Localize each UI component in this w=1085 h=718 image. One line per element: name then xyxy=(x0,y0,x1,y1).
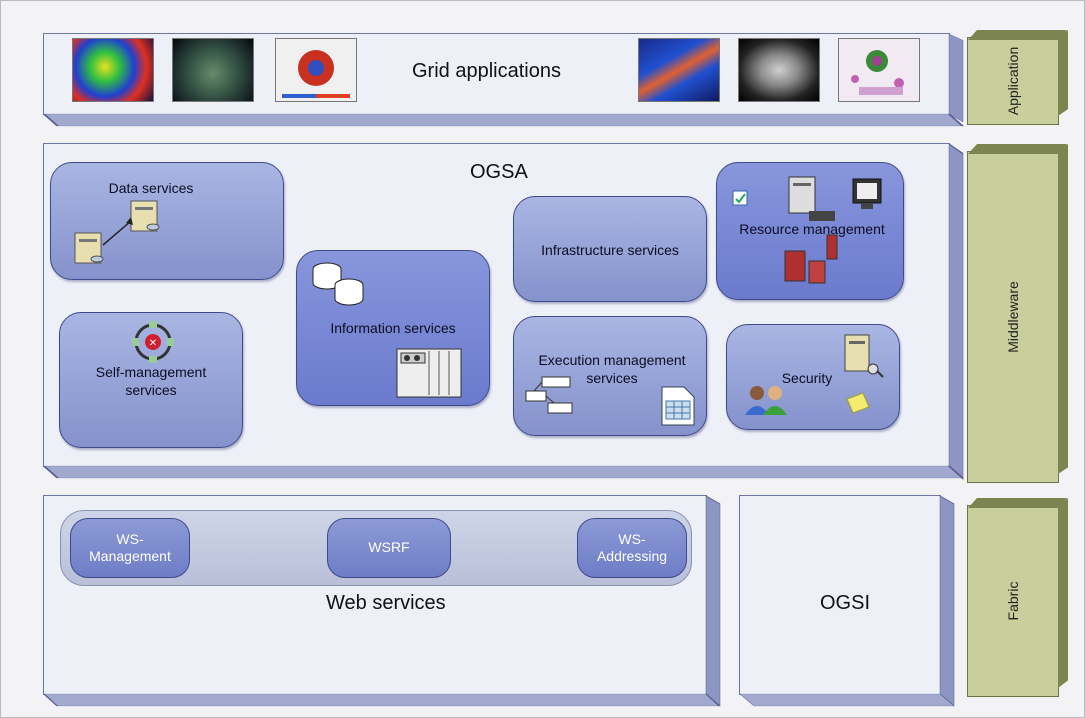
grid-applications-title: Grid applications xyxy=(412,60,561,82)
web-services-title: Web services xyxy=(326,592,446,614)
molecular-structure-thumbnail xyxy=(738,38,820,102)
execution-management-services-label: Execution management services xyxy=(538,352,686,387)
resource-management-box: Resource management xyxy=(716,162,904,300)
infrastructure-services-box: Infrastructure services xyxy=(513,196,707,302)
security-label: Security xyxy=(781,370,833,386)
information-services-label: Information services xyxy=(330,320,456,336)
svg-text:✕: ✕ xyxy=(149,338,157,349)
middleware-layer-band: Middleware xyxy=(967,144,1068,483)
virus-particles-thumbnail xyxy=(838,38,920,102)
self-management-cycle-icon: ✕ xyxy=(132,321,174,363)
sticky-note-icon xyxy=(846,392,870,414)
ogsa-title: OGSA xyxy=(470,161,528,183)
information-services-box: Information services xyxy=(296,250,490,406)
application-layer-label: Application xyxy=(1005,46,1021,116)
ws-addressing-pill: WS- Addressing xyxy=(577,518,687,578)
ogsi-title: OGSI xyxy=(820,592,871,614)
database-disks-icon xyxy=(312,262,364,306)
spreadsheet-icon xyxy=(661,386,695,426)
secure-server-icon xyxy=(844,334,884,378)
self-management-services-box: ✕ Self-management services xyxy=(59,312,243,448)
middleware-layer-label: Middleware xyxy=(1005,281,1021,353)
server-rack-icon xyxy=(396,348,462,398)
fabric-layer-band: Fabric xyxy=(967,498,1068,697)
particle-beam-thumbnail xyxy=(638,38,720,102)
security-box: Security xyxy=(726,324,900,430)
data-services-label: Data services xyxy=(108,180,194,196)
resource-management-label: Resource management xyxy=(739,221,885,237)
circular-plot-thumbnail xyxy=(275,38,357,102)
ws-management-pill: WS- Management xyxy=(70,518,190,578)
workflow-documents-icon xyxy=(525,376,573,414)
web-services-slab: WS- Management WSRF WS- Addressing Web s… xyxy=(42,495,721,707)
self-management-services-label: Self-management services xyxy=(95,364,207,399)
application-layer-band: Application xyxy=(967,30,1068,125)
fabric-layer-label: Fabric xyxy=(1005,581,1021,621)
simulation-heatmap-thumbnail xyxy=(72,38,154,102)
execution-management-services-box: Execution management services xyxy=(513,316,707,436)
middleware-slab: OGSA Data services xyxy=(42,143,965,480)
resource-devices-icon xyxy=(732,176,882,284)
data-services-box: Data services xyxy=(50,162,284,280)
database-servers-icon xyxy=(74,200,160,264)
infrastructure-services-label: Infrastructure services xyxy=(541,242,679,258)
application-slab: Grid applications xyxy=(42,33,965,127)
users-icon xyxy=(745,386,787,415)
wsrf-pill: WSRF xyxy=(327,518,451,578)
earth-globe-thumbnail xyxy=(172,38,254,102)
ogsi-slab: OGSI xyxy=(739,495,955,707)
